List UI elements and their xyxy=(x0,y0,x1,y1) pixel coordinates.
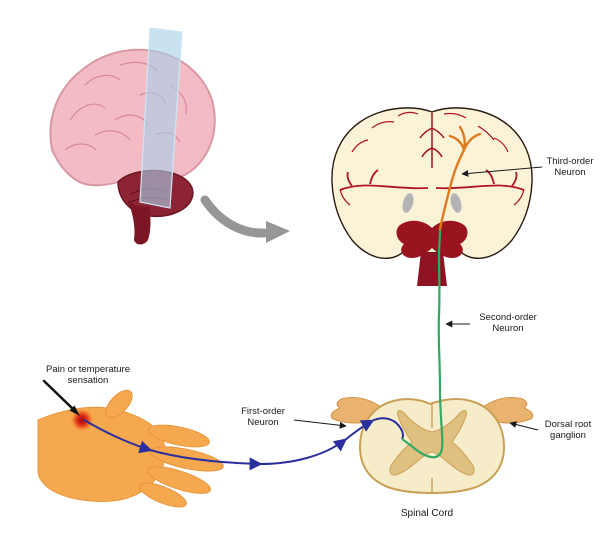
brainstem xyxy=(128,200,151,245)
pinky-finger xyxy=(139,482,187,508)
deep-nuclei xyxy=(396,220,468,258)
spinal-gray-matter xyxy=(389,410,475,476)
section-arrow xyxy=(200,195,290,243)
first-order-label-arrow xyxy=(293,419,347,429)
first-order-neuron-terminal xyxy=(371,417,404,440)
label-dorsal-root-ganglion: Dorsal root ganglion xyxy=(509,419,592,441)
label-dorsal-root-line1: Dorsal root xyxy=(545,419,592,430)
lateral-ventricle-left xyxy=(402,193,414,213)
side-brain-illustration xyxy=(49,27,216,245)
dorsal-root-label-arrow xyxy=(509,421,539,431)
coronal-section-plane xyxy=(139,27,183,209)
thumb xyxy=(105,389,133,419)
third-order-label-arrow xyxy=(461,166,543,177)
label-second-order-line2: Neuron xyxy=(492,323,523,334)
label-second-order-line1: Second-order xyxy=(479,312,537,323)
label-third-order-neuron: Third-order Neuron xyxy=(461,156,594,178)
pain-spot xyxy=(70,408,94,432)
label-spinal-cord: Spinal Cord xyxy=(401,508,453,519)
label-first-order-neuron: First-order Neuron xyxy=(241,406,347,429)
label-sensation-line1: Pain or temperature xyxy=(46,364,130,375)
label-third-order-line2: Neuron xyxy=(554,167,585,178)
label-dorsal-root-line2: ganglion xyxy=(550,430,586,441)
label-sensation-line2: sensation xyxy=(68,375,109,386)
lateral-ventricle-right xyxy=(450,193,462,213)
spinal-cord-section xyxy=(330,397,534,495)
second-order-neuron xyxy=(401,228,444,459)
label-third-order-line1: Third-order xyxy=(547,156,594,167)
pain-stimulus-pin xyxy=(42,379,80,416)
cerebrum xyxy=(49,48,216,187)
label-sensation: Pain or temperature sensation xyxy=(46,364,130,386)
longitudinal-fissure xyxy=(419,113,445,168)
label-first-order-line1: First-order xyxy=(241,406,285,417)
label-first-order-line2: Neuron xyxy=(247,417,278,428)
coronal-brain-section xyxy=(331,107,533,286)
cortical-sulci xyxy=(339,111,525,206)
hand-illustration xyxy=(37,389,224,508)
cerebral-arteries xyxy=(339,169,525,191)
label-second-order-neuron: Second-order Neuron xyxy=(445,312,537,334)
brainstem-arteries xyxy=(417,252,447,286)
first-order-neuron xyxy=(83,419,375,471)
third-order-neuron xyxy=(438,125,482,231)
